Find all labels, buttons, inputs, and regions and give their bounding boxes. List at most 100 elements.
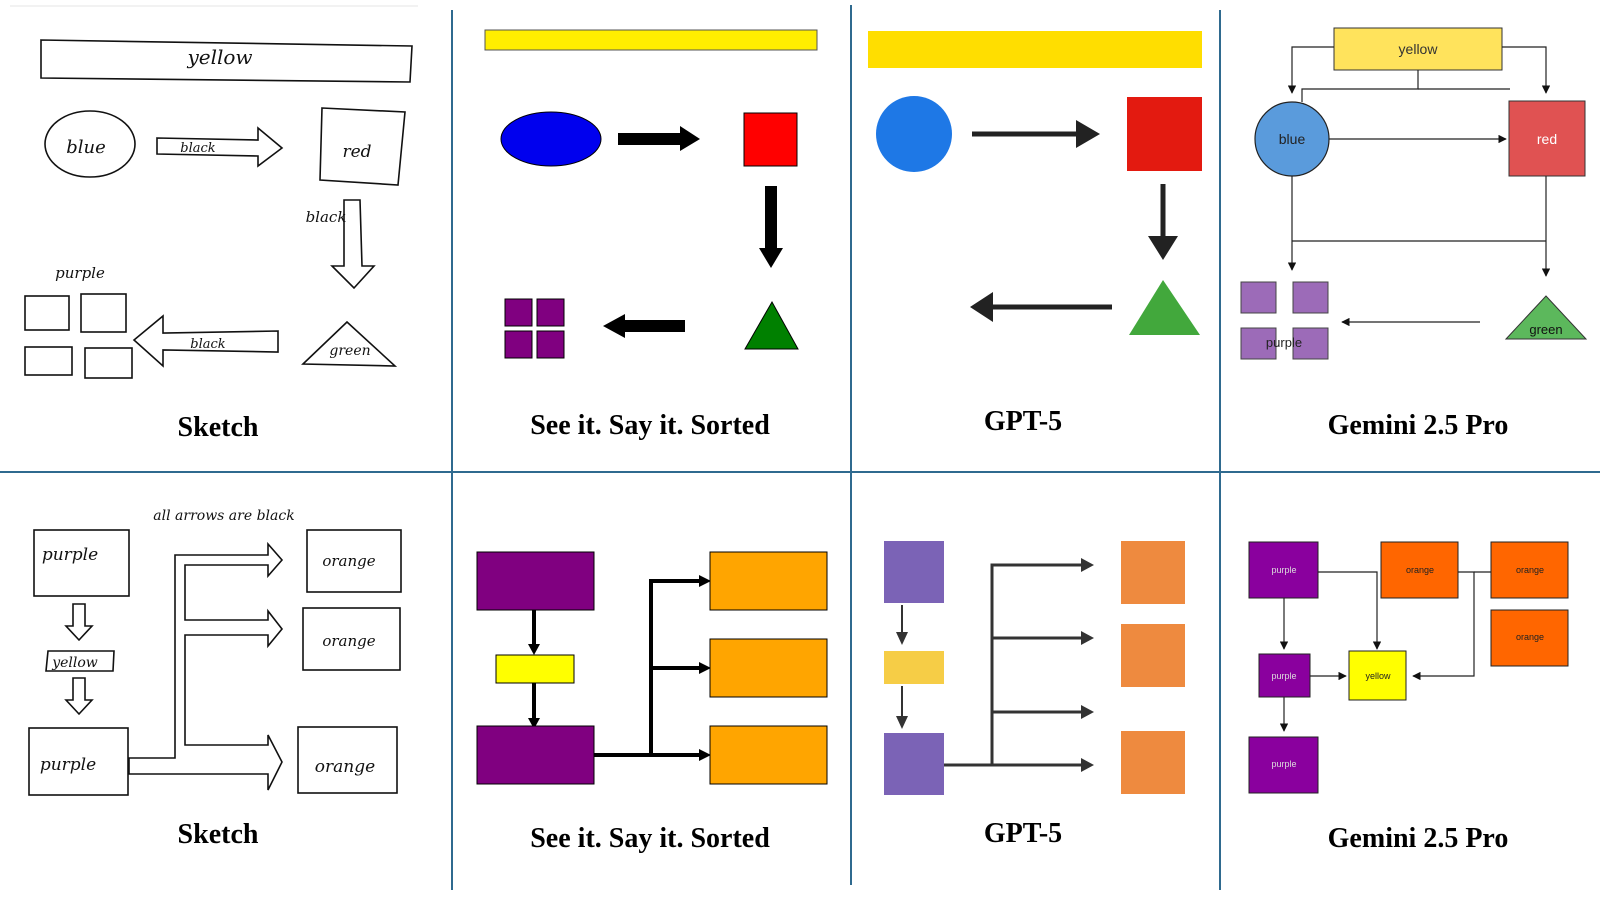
sketch-yellow-bar xyxy=(40,39,413,83)
sorted-purple-square-3 xyxy=(504,330,533,359)
caption-bottom-gpt5: GPT-5 xyxy=(983,818,1063,849)
caption-top-gemini: Gemini 2.5 Pro xyxy=(1327,410,1509,441)
sketch-yellow-label: yellow xyxy=(51,655,98,671)
gemini-connector-yellow-blue xyxy=(1287,46,1334,94)
sorted-arrow-head-1 xyxy=(528,644,540,655)
gemini-purple-box-3 xyxy=(1248,736,1319,794)
gpt5-arrow-head-2 xyxy=(896,716,908,729)
gemini-orange-box-2 xyxy=(1490,541,1569,599)
gpt5-purple-box-1 xyxy=(884,541,944,603)
sketch-orange-label-3: orange xyxy=(315,757,375,777)
gemini-yellow-label: yellow xyxy=(1399,41,1439,57)
bottom-gpt5-panel xyxy=(884,541,1185,795)
bottom-gemini-panel: purple orange orange orange purple yello… xyxy=(1248,541,1569,794)
sketch-black-arrow-left xyxy=(132,314,279,368)
sorted-red-square xyxy=(743,112,798,167)
gemini-purple-label-2: purple xyxy=(1271,671,1296,681)
gpt5-arrow-right-head xyxy=(1076,120,1100,148)
sketch-orange-box-2 xyxy=(302,607,401,671)
gemini-yellow-box xyxy=(1348,650,1407,701)
gpt5-green-triangle xyxy=(1129,280,1200,335)
bottom-sketch-panel: all arrows are black purple yellow purpl… xyxy=(28,508,402,796)
sketch-open-arrow-1 xyxy=(64,603,94,642)
caption-top-sketch: Sketch xyxy=(177,412,259,443)
sketch-purple-label-1: purple xyxy=(42,545,98,565)
gpt5-purple-box-2 xyxy=(884,733,944,795)
gpt5-branch-trunk xyxy=(944,563,1082,767)
caption-top-gpt5: GPT-5 xyxy=(983,406,1063,437)
gemini-orange-label-2: orange xyxy=(1516,565,1544,575)
gpt5-yellow-bar xyxy=(868,31,1202,68)
gemini-purple-label-1: purple xyxy=(1271,565,1296,575)
gpt5-branch-head-4 xyxy=(1081,758,1094,772)
sorted-yellow-bar xyxy=(484,29,818,51)
sorted-purple-square-1 xyxy=(504,298,533,327)
sketch-black-label-1: black xyxy=(180,141,216,156)
gemini-orange-label-1: orange xyxy=(1406,565,1434,575)
gemini-orange-label-3: orange xyxy=(1516,632,1544,642)
top-sketch-panel: yellow blue black red black purple black… xyxy=(24,39,413,379)
sorted-arrow-head-2 xyxy=(528,718,540,729)
gemini-red-square xyxy=(1508,100,1586,177)
top-gpt5-panel xyxy=(868,31,1202,335)
sketch-open-arrow-2 xyxy=(64,677,94,716)
gemini-purple-box-1 xyxy=(1248,541,1319,599)
sorted-purple-box-1 xyxy=(476,551,595,611)
sketch-orange-box-3 xyxy=(297,726,398,794)
sketch-purple-square-2 xyxy=(80,293,127,333)
sketch-black-label-3: black xyxy=(190,337,226,352)
gpt5-branch-head-2 xyxy=(1081,631,1094,645)
sketch-purple-box-2 xyxy=(28,727,129,796)
top-gemini-panel: yellow blue red purple green xyxy=(1240,27,1588,360)
gpt5-branch-head-1 xyxy=(1081,558,1094,572)
gemini-arrow-p1-yellow xyxy=(1318,571,1382,650)
sketch-branching-arrow xyxy=(128,541,284,791)
gpt5-arrow-left-head xyxy=(970,292,993,322)
sketch-orange-label-2: orange xyxy=(322,632,375,650)
gemini-purple-square-4 xyxy=(1292,327,1329,360)
gemini-blue-label: blue xyxy=(1279,131,1306,147)
sorted-orange-box-2 xyxy=(709,638,828,698)
sorted-purple-square-2 xyxy=(536,298,565,327)
sorted-arrow-left xyxy=(603,314,685,338)
sketch-black-label-2: black xyxy=(306,208,347,226)
gemini-purple-label-3: purple xyxy=(1271,759,1296,769)
sorted-arrow-right xyxy=(618,126,700,151)
sketch-green-triangle xyxy=(301,320,398,367)
gemini-purple-square-3 xyxy=(1240,327,1277,360)
gemini-yellow-label: yellow xyxy=(1365,671,1391,681)
gpt5-arrow-head-1 xyxy=(896,632,908,645)
sorted-branch-head-2 xyxy=(699,662,711,674)
sketch-purple-label: purple xyxy=(55,264,105,282)
sorted-purple-box-2 xyxy=(476,725,595,785)
caption-bottom-gemini: Gemini 2.5 Pro xyxy=(1327,823,1509,854)
gemini-purple-square-2 xyxy=(1292,281,1329,314)
sketch-blue-label: blue xyxy=(66,137,106,158)
sketch-yellow-label: yellow xyxy=(186,45,252,69)
bottom-sorted-panel xyxy=(476,551,828,785)
caption-top-sorted: See it. Say it. Sorted xyxy=(530,410,770,441)
sketch-purple-square-3 xyxy=(24,346,73,376)
gemini-orange-box-1 xyxy=(1380,541,1459,599)
gemini-orange-box-3 xyxy=(1490,609,1569,667)
sorted-blue-ellipse xyxy=(500,111,602,167)
sorted-orange-box-1 xyxy=(709,551,828,611)
sorted-green-triangle xyxy=(744,300,799,350)
caption-bottom-sketch: Sketch xyxy=(177,819,259,850)
top-sorted-panel xyxy=(484,29,818,359)
sketch-black-arrow-down xyxy=(330,199,376,290)
gpt5-blue-circle xyxy=(876,96,952,172)
gemini-green-label: green xyxy=(1529,322,1562,337)
sketch-orange-box-1 xyxy=(306,529,402,593)
gpt5-orange-box-1 xyxy=(1121,541,1185,604)
gpt5-orange-box-3 xyxy=(1121,731,1185,794)
gemini-purple-box-2 xyxy=(1258,653,1311,698)
sorted-purple-square-4 xyxy=(536,330,565,359)
sketch-red-label: red xyxy=(342,142,371,162)
sketch-note: all arrows are black xyxy=(153,508,294,524)
gemini-purple-square-1 xyxy=(1240,281,1277,314)
sketch-orange-label-1: orange xyxy=(322,552,375,570)
gemini-yellow-box xyxy=(1333,27,1503,71)
sketch-purple-square-4 xyxy=(84,347,133,379)
gemini-connector-yellow-red xyxy=(1502,46,1551,94)
